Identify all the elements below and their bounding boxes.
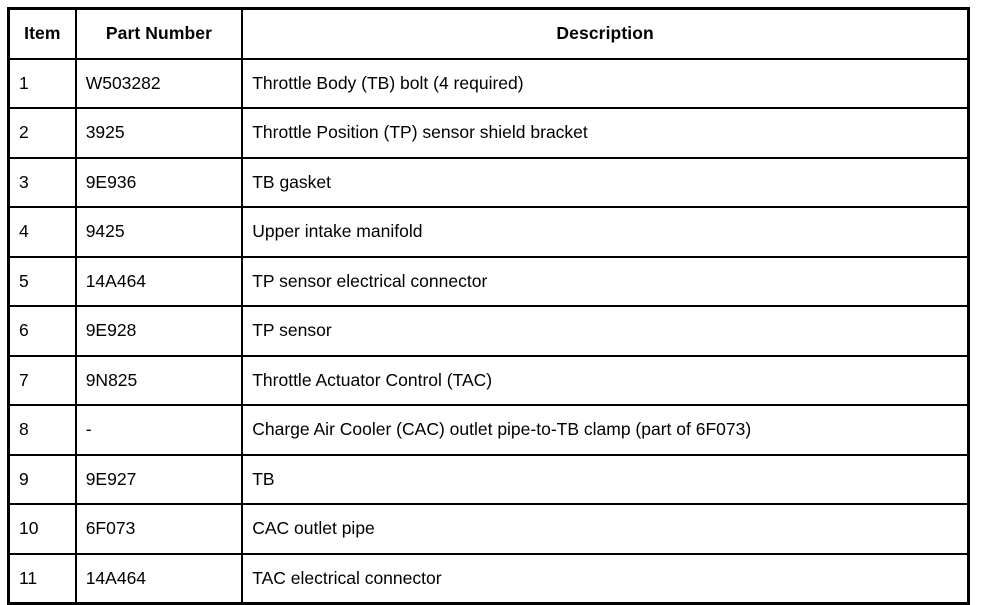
page-root: Item Part Number Description 1 W503282 T… bbox=[7, 7, 970, 605]
cell-item: 10 bbox=[7, 503, 77, 555]
cell-part-number: 9E936 bbox=[74, 156, 244, 208]
cell-item: 5 bbox=[7, 255, 77, 307]
cell-item: 4 bbox=[7, 206, 77, 258]
table-row: 1 W503282 Throttle Body (TB) bolt (4 req… bbox=[7, 57, 970, 109]
table-row: 5 14A464 TP sensor electrical connector bbox=[7, 255, 970, 307]
table-header-row: Item Part Number Description bbox=[7, 7, 970, 60]
cell-item: 6 bbox=[7, 305, 77, 357]
cell-item: 8 bbox=[7, 404, 77, 456]
cell-description: TP sensor bbox=[241, 305, 970, 357]
cell-part-number: 9425 bbox=[74, 206, 244, 258]
table-row: 2 3925 Throttle Position (TP) sensor shi… bbox=[7, 107, 970, 159]
cell-part-number: 6F073 bbox=[74, 503, 244, 555]
table-header: Item Part Number Description bbox=[7, 7, 970, 60]
cell-item: 7 bbox=[7, 354, 77, 406]
table-row: 10 6F073 CAC outlet pipe bbox=[7, 503, 970, 555]
cell-part-number: 3925 bbox=[74, 107, 244, 159]
cell-item: 3 bbox=[7, 156, 77, 208]
table-row: 7 9N825 Throttle Actuator Control (TAC) bbox=[7, 354, 970, 406]
cell-description: Throttle Position (TP) sensor shield bra… bbox=[241, 107, 970, 159]
column-header-item: Item bbox=[7, 7, 77, 60]
column-header-part-number: Part Number bbox=[74, 7, 244, 60]
cell-part-number: 9N825 bbox=[74, 354, 244, 406]
table-row: 3 9E936 TB gasket bbox=[7, 156, 970, 208]
cell-part-number: - bbox=[74, 404, 244, 456]
cell-part-number: 14A464 bbox=[74, 255, 244, 307]
cell-item: 1 bbox=[7, 57, 77, 109]
cell-item: 2 bbox=[7, 107, 77, 159]
cell-part-number: 9E927 bbox=[74, 453, 244, 505]
cell-description: Upper intake manifold bbox=[241, 206, 970, 258]
table-row: 9 9E927 TB bbox=[7, 453, 970, 505]
cell-part-number: 14A464 bbox=[74, 552, 244, 605]
table-row: 8 - Charge Air Cooler (CAC) outlet pipe-… bbox=[7, 404, 970, 456]
parts-legend-table: Item Part Number Description 1 W503282 T… bbox=[7, 7, 970, 605]
cell-description: Throttle Actuator Control (TAC) bbox=[241, 354, 970, 406]
cell-description: TB bbox=[241, 453, 970, 505]
cell-item: 11 bbox=[7, 552, 77, 605]
cell-description: Charge Air Cooler (CAC) outlet pipe-to-T… bbox=[241, 404, 970, 456]
cell-description: TP sensor electrical connector bbox=[241, 255, 970, 307]
cell-description: TAC electrical connector bbox=[241, 552, 970, 605]
table-row: 4 9425 Upper intake manifold bbox=[7, 206, 970, 258]
cell-part-number: 9E928 bbox=[74, 305, 244, 357]
cell-description: TB gasket bbox=[241, 156, 970, 208]
cell-part-number: W503282 bbox=[74, 57, 244, 109]
table-row: 11 14A464 TAC electrical connector bbox=[7, 552, 970, 605]
column-header-description: Description bbox=[241, 7, 970, 60]
cell-item: 9 bbox=[7, 453, 77, 505]
table-row: 6 9E928 TP sensor bbox=[7, 305, 970, 357]
cell-description: CAC outlet pipe bbox=[241, 503, 970, 555]
cell-description: Throttle Body (TB) bolt (4 required) bbox=[241, 57, 970, 109]
table-body: 1 W503282 Throttle Body (TB) bolt (4 req… bbox=[7, 57, 970, 605]
